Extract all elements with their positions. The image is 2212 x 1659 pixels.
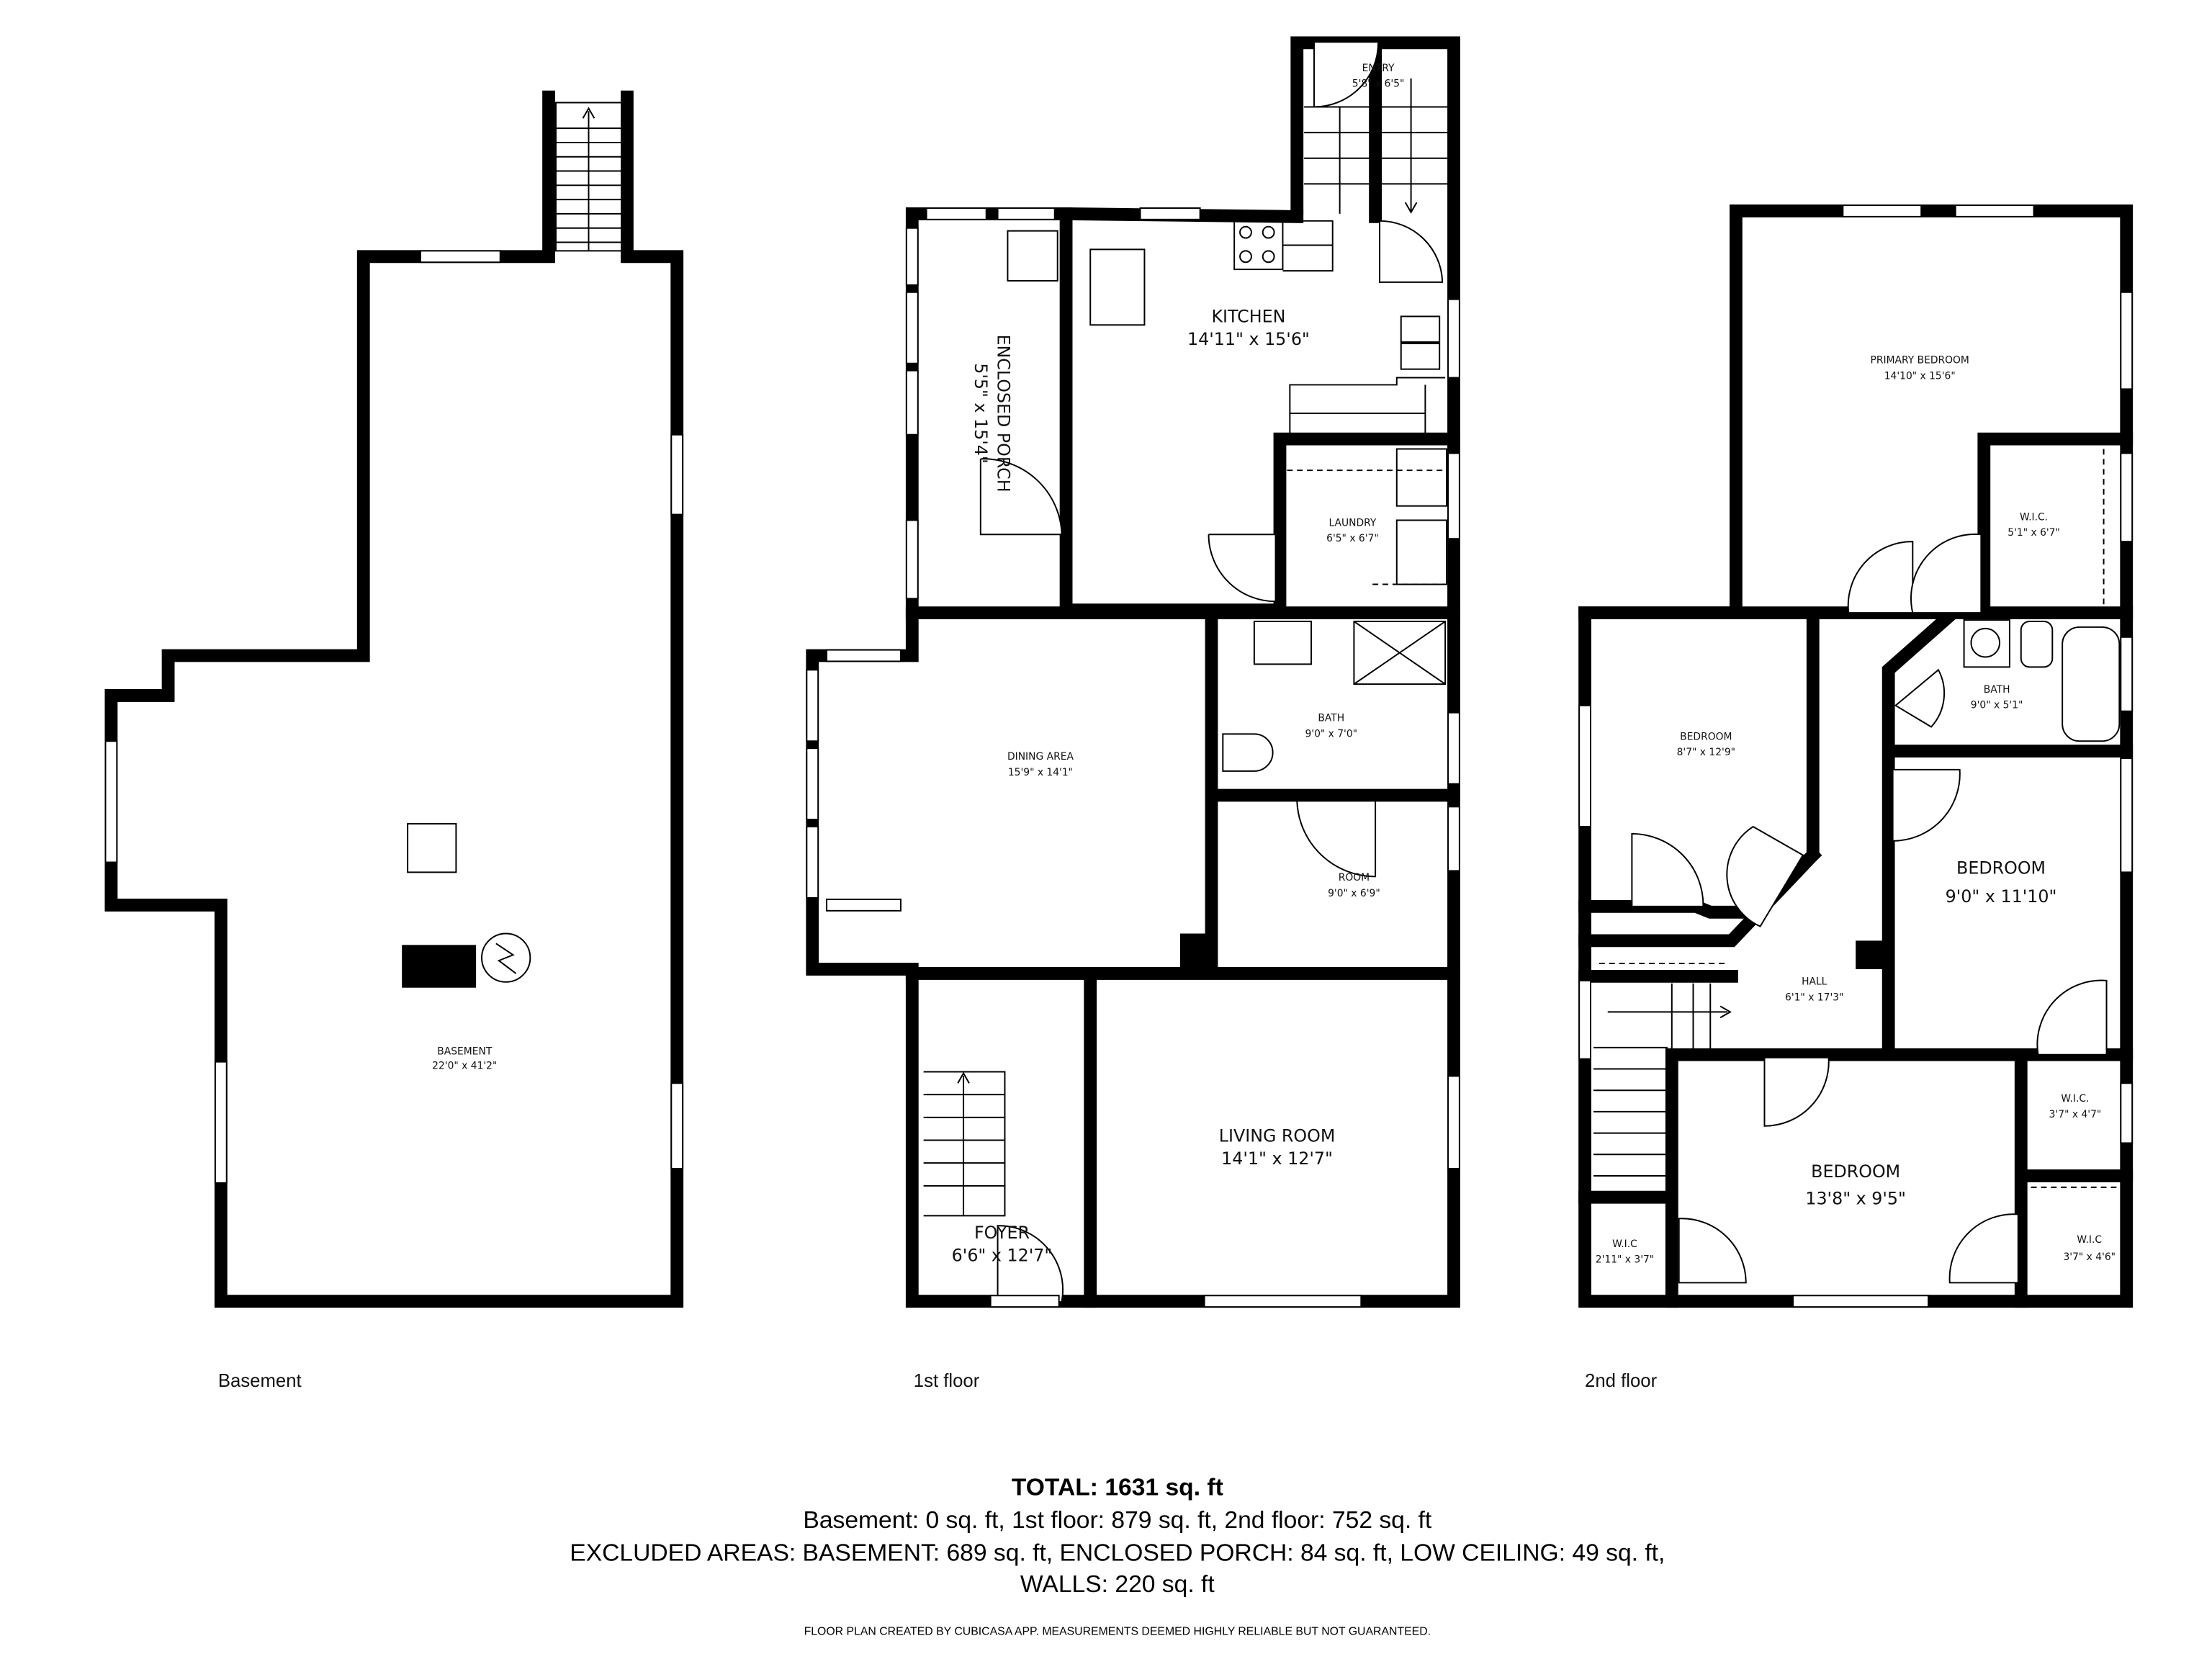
column [407,823,457,873]
furnace [402,945,477,988]
floor-areas: Basement: 0 sq. ft, 1st floor: 879 sq. f… [803,1507,1432,1534]
window [104,740,118,863]
total-area: TOTAL: 1631 sq. ft [1012,1474,1223,1501]
sink-icon [1253,621,1313,665]
room-dims: 9'0" x 11'10" [1946,886,2057,907]
floor-label-1st: 1st floor [914,1371,980,1391]
room-name: BASEMENT [437,1046,493,1058]
room-name: DINING AREA [1007,751,1074,763]
basement-plan: BASEMENT 22'0" x 41'2" Basement [104,90,684,1391]
room-name: BATH [1318,713,1344,724]
room-dims: 3'7" x 4'7" [2049,1109,2102,1120]
window [670,1082,684,1170]
window [670,433,684,516]
window [214,1061,228,1184]
room-dims: 14'1" x 12'7" [1221,1148,1333,1169]
room-name: W.I.C. [2020,511,2048,523]
room-name: FOYER [974,1223,1030,1243]
room-dims: 2'11" x 3'7" [1596,1254,1654,1266]
room-name: PRIMARY BEDROOM [1871,355,1969,367]
water-heater-icon [481,932,531,983]
toilet-icon [1222,733,1274,772]
room-dims: 3'7" x 4'6" [2063,1251,2116,1263]
room-name: ENCLOSED PORCH [994,334,1014,492]
room-name: BEDROOM [1680,731,1732,742]
area-summary: TOTAL: 1631 sq. ft Basement: 0 sq. ft, 1… [570,1474,1665,1637]
room-name: LAUNDRY [1329,517,1377,529]
floor-label-basement: Basement [218,1371,302,1391]
room-name: BEDROOM [1956,858,2046,878]
room-name: LIVING ROOM [1219,1125,1336,1146]
second-floor-stairs [1593,983,1732,1177]
room-dims: 8'7" x 12'9" [1677,747,1735,758]
second-floor-plan: PRIMARY BEDROOM 14'10" x 15'6" W.I.C. 5'… [1578,204,2134,1391]
basement-stairs [554,102,622,252]
room-name: W.I.C [2077,1234,2102,1246]
excluded-areas: EXCLUDED AREAS: BASEMENT: 689 sq. ft, EN… [570,1539,1665,1566]
room-dims: 9'0" x 5'1" [1971,700,2023,711]
sink-icon [1400,315,1441,370]
walls-area: WALLS: 220 sq. ft [1020,1571,1215,1598]
room-name: ROOM [1339,872,1370,884]
floor-label-2nd: 2nd floor [1585,1371,1658,1391]
bathtub-icon [2062,626,2121,742]
entry-stairs [1304,78,1449,214]
window [419,250,501,264]
room-dims: 9'0" x 6'9" [1328,888,1380,899]
room-dims: 13'8" x 9'5" [1805,1189,1906,1209]
room-dims: 5'1" x 6'7" [2008,527,2060,539]
room-dims: 6'6" x 12'7" [952,1246,1053,1266]
stove-icon [1233,220,1284,271]
room-name: W.I.C [1612,1238,1637,1250]
foyer-stairs [923,1071,1006,1217]
room-dims: 6'1" x 17'3" [1785,992,1843,1004]
room-name: BEDROOM [1811,1161,1900,1182]
kitchen-island [1089,248,1146,326]
room-dims: 6'5" x 6'7" [1326,533,1379,544]
room-dims: 14'10" x 15'6" [1884,371,1956,382]
room-name: ENTRY [1362,63,1395,74]
toilet-icon [2020,621,2054,668]
disclaimer: FLOOR PLAN CREATED BY CUBICASA APP. MEAS… [804,1625,1431,1637]
room-dims: 15'9" x 14'1" [1008,767,1073,778]
room-dims: 9'0" x 7'0" [1305,728,1357,739]
room-dims: 14'11" x 15'6" [1187,329,1310,349]
room-dims: 22'0" x 41'2" [432,1061,497,1072]
room-name: BATH [1984,684,2010,696]
room-dims: 5'5" x 15'4" [971,363,991,464]
room-name: W.I.C. [2061,1093,2089,1105]
room-name: KITCHEN [1211,306,1285,326]
first-floor-plan: ENTRY 5'8" x 6'5" KITCHEN 14'11" x 15'6"… [806,36,1460,1391]
room-dims: 5'8" x 6'5" [1352,78,1405,90]
room-name: HALL [1802,976,1827,988]
